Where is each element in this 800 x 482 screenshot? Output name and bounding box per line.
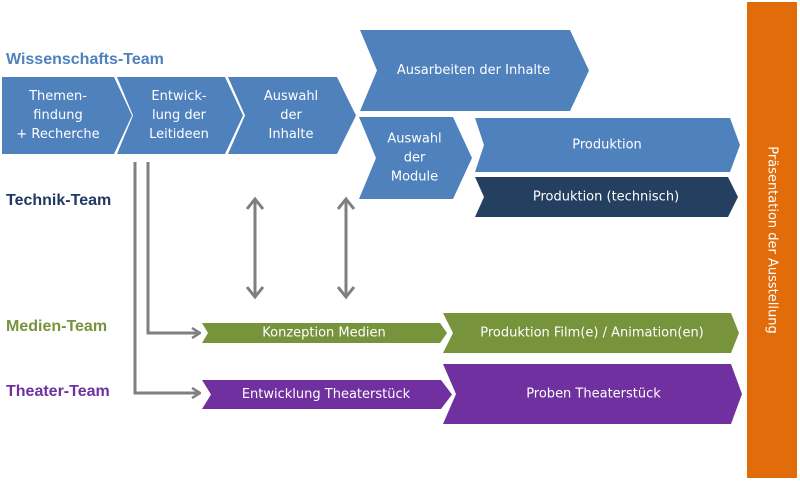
step-auswahl-inhalte-label: der (280, 108, 302, 123)
step-auswahl-inhalte-label: Auswahl (264, 89, 318, 104)
step-konzeption-medien: Konzeption Medien (202, 323, 447, 343)
step-auswahl-inhalte-shape (228, 77, 356, 154)
step-ausarbeiten: Ausarbeiten der Inhalte (360, 30, 589, 111)
step-themenfindung-label: Themen- (28, 89, 87, 104)
arrow-up-icon (245, 196, 265, 210)
step-auswahl-inhalte-label: Inhalte (269, 127, 314, 142)
step-produktion-technisch-shape (475, 177, 738, 217)
step-konzeption-medien-label: Konzeption Medien (262, 326, 386, 341)
team-label-wissenschaft: Wissenschafts-Team (6, 51, 164, 68)
connectors (133, 162, 356, 393)
presentation-bar: Präsentation der Ausstellung (747, 2, 797, 478)
team-label-medien: Medien-Team (6, 318, 108, 335)
step-entwicklung-theater: Entwicklung Theaterstück (202, 380, 452, 409)
connector-to-medien (146, 162, 200, 333)
step-produktion-technisch-label: Produktion (technisch) (533, 190, 679, 205)
step-auswahl-module-shape (359, 117, 472, 199)
presentation-bar-shape (747, 2, 797, 478)
step-leitideen-label: Entwick- (151, 89, 206, 104)
presentation-label: Präsentation der Ausstellung (765, 146, 780, 333)
arrow-down-icon (245, 286, 265, 300)
step-produktion-technisch: Produktion (technisch) (475, 177, 738, 217)
step-leitideen-label: lung der (152, 108, 207, 123)
step-proben-theater-label: Proben Theaterstück (526, 387, 661, 402)
step-ausarbeiten-shape (360, 30, 589, 111)
step-produktion-film-shape (443, 313, 739, 353)
double-arrow-left (245, 196, 265, 300)
step-produktion: Produktion (475, 118, 740, 172)
step-produktion-film-label: Produktion Film(e) / Animation(en) (480, 326, 704, 341)
step-themenfindung-label: + Recherche (16, 127, 99, 142)
step-konzeption-medien-shape (202, 323, 447, 343)
arrow-down-icon (336, 286, 356, 300)
step-produktion-film: Produktion Film(e) / Animation(en) (443, 313, 739, 353)
step-proben-theater-shape (443, 364, 742, 424)
step-leitideen-shape (117, 77, 243, 154)
step-leitideen-label: Leitideen (149, 127, 209, 142)
step-themenfindung-shape (2, 77, 132, 154)
connector-to-theater (133, 162, 200, 393)
step-auswahl-module-label: der (404, 151, 426, 166)
step-proben-theater: Proben Theaterstück (443, 364, 742, 424)
team-label-technik: Technik-Team (6, 192, 112, 209)
step-ausarbeiten-label: Ausarbeiten der Inhalte (397, 63, 550, 78)
step-themenfindung: Themen-findung + Recherche (2, 77, 132, 154)
step-produktion-shape (475, 118, 740, 172)
step-produktion-label: Produktion (572, 138, 642, 153)
step-entwicklung-theater-shape (202, 380, 452, 409)
double-arrow-right (336, 196, 356, 300)
step-themenfindung-label: findung (33, 108, 82, 123)
shapes: Themen-findung + Recherche Entwick-lung de… (2, 30, 742, 424)
step-entwicklung-theater-label: Entwicklung Theaterstück (242, 387, 411, 402)
step-auswahl-module-label: Module (391, 170, 438, 185)
arrow-up-icon (336, 196, 356, 210)
team-label-theater: Theater-Team (6, 383, 110, 400)
step-auswahl-module-label: Auswahl (387, 132, 441, 147)
